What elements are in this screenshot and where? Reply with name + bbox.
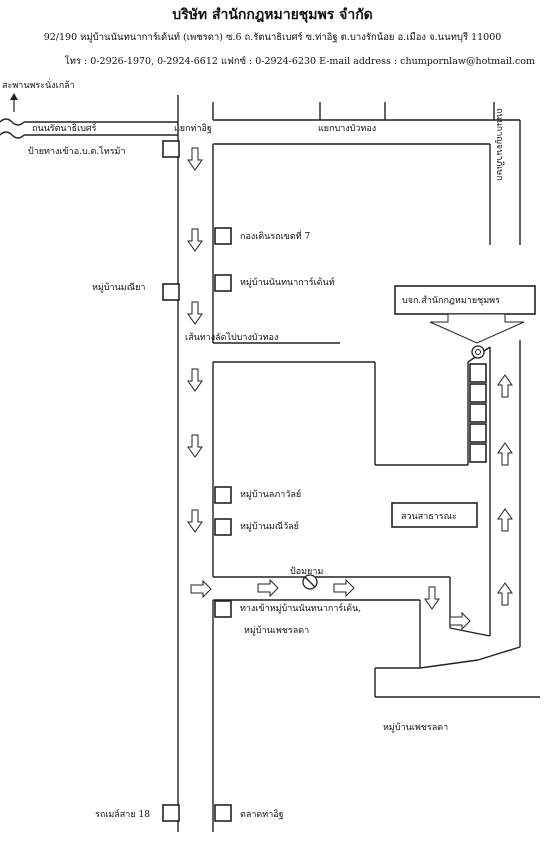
building-bus18 bbox=[162, 804, 180, 822]
label-guard-post: ป้อมยาม bbox=[290, 566, 323, 577]
label-kanchana-rd: ถนนกาญจนาภิเษก bbox=[494, 108, 505, 181]
label-park: สวนสาธารณะ bbox=[401, 512, 457, 522]
label-ban-manee: หมู่บ้านมณียา bbox=[92, 282, 145, 293]
park-box bbox=[391, 502, 478, 528]
label-shortcut-road: เส้นทางลัดไปบางบัวทอง bbox=[185, 332, 278, 343]
label-bridge: สะพานพระนั่งเกล้า bbox=[2, 78, 75, 91]
building-bus-stop bbox=[162, 140, 180, 158]
building-military-district bbox=[214, 227, 232, 245]
company-name: บริษัท สำนักกฎหมายชุมพร จำกัด bbox=[172, 7, 373, 23]
down-arrows bbox=[187, 147, 440, 610]
label-entrance-line2: หมู่บ้านเพชรลดา bbox=[244, 625, 309, 636]
label-tha-it-market: ตลาดท่าอิฐ bbox=[240, 809, 284, 820]
label-lakkawan: หมู่บ้านลภาวัลย์ bbox=[240, 488, 301, 500]
right-arrows bbox=[190, 578, 471, 631]
label-entrance-line1: ทางเข้าหมู่บ้านนันทนาการ์เด้น, bbox=[240, 602, 361, 614]
company-location-marker bbox=[471, 345, 485, 359]
building-nanthana-garden bbox=[214, 274, 232, 292]
company-pointer-arrow bbox=[429, 313, 525, 344]
label-rattanathibet-rd: ถนนรัตนาธิเบศร์ bbox=[32, 122, 97, 134]
building-ban-manee bbox=[162, 283, 180, 301]
label-bang-bua-thong-junction: แยกบางบัวทอง bbox=[318, 124, 376, 134]
company-address: 92/190 หมู่บ้านนันทนาการ์เด้นท์ (เพชรดา)… bbox=[43, 32, 502, 43]
building-entrance bbox=[214, 600, 232, 618]
building-tha-it-market bbox=[214, 804, 232, 822]
building-lakkawan bbox=[214, 486, 232, 504]
label-tha-it-junction: แยกท่าอิฐ bbox=[174, 123, 212, 134]
north-arrow bbox=[10, 93, 18, 112]
label-bus18: รถเมล์สาย 18 bbox=[95, 808, 150, 820]
up-arrows bbox=[497, 374, 513, 606]
company-buildings bbox=[469, 363, 487, 463]
label-nanthana-garden: หมู่บ้านนันทนาการ์เด้นท์ bbox=[240, 276, 335, 288]
label-military-district: กองเดินรถเขตที่ 7 bbox=[240, 229, 310, 242]
river-bank bbox=[0, 118, 25, 126]
label-company: บจก.สำนักกฎหมายชุมพร bbox=[402, 295, 500, 306]
label-bus-stop: ป้ายทางเข้าอ.บ.ต.ไทรม้า bbox=[28, 146, 126, 157]
guard-post-icon bbox=[302, 574, 318, 590]
label-petchlada: หมู่บ้านเพชรลดา bbox=[383, 722, 448, 733]
label-maneewan: หมู่บ้านมณีวัลย์ bbox=[240, 520, 299, 532]
building-maneewan bbox=[214, 518, 232, 536]
company-label-box bbox=[394, 285, 536, 315]
company-contact: โทร : 0-2926-1970, 0-2924-6612 แฟกซ์ : 0… bbox=[64, 56, 535, 67]
